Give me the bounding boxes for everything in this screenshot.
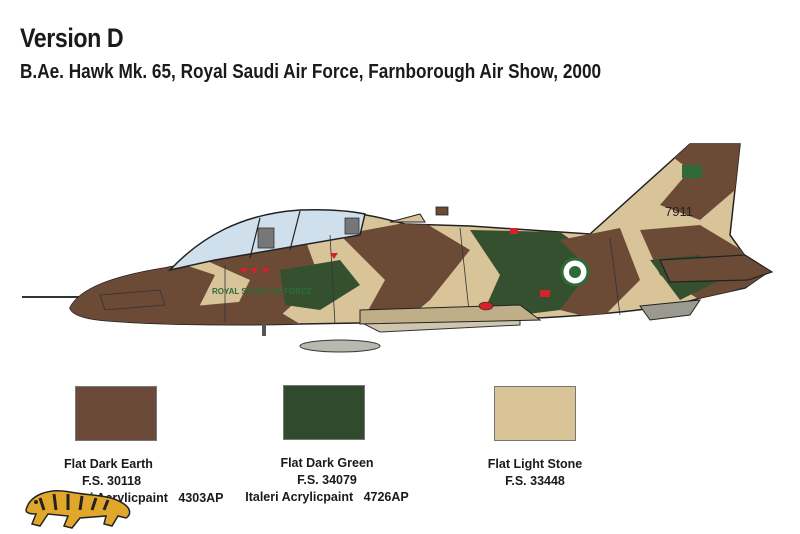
color-fs-code: F.S. 34079 (297, 473, 357, 487)
color-name: Flat Light Stone (487, 457, 583, 471)
tiger-logo-icon (25, 490, 131, 529)
paint-code: 4726AP (363, 490, 409, 504)
color-caption-flat-light-stone: Flat Light Stone F.S. 33448 (440, 456, 630, 490)
swatch-flat-dark-earth (75, 386, 157, 441)
page-subtitle: B.Ae. Hawk Mk. 65, Royal Saudi Air Force… (20, 61, 602, 83)
fuselage-text: ROYAL SAUDI AIR FORCE (212, 287, 313, 296)
color-caption-flat-dark-green: Flat Dark Green F.S. 34079 Italeri Acryl… (222, 455, 432, 506)
swatch-flat-light-stone (494, 386, 576, 441)
page-title: Version D (20, 23, 124, 53)
paint-code: 4303AP (178, 491, 224, 505)
tail-number: 7911 (665, 204, 693, 219)
color-fs-code: F.S. 30118 (82, 474, 142, 488)
color-name: Flat Dark Green (280, 456, 374, 470)
aircraft-profile: ROYAL SAUDI AIR FORCE 7911 (22, 143, 774, 353)
color-paint-line: Italeri Acrylicpaint 4726AP (222, 489, 432, 506)
paint-label: Italeri Acrylicpaint (245, 490, 354, 504)
swatch-flat-dark-green (283, 385, 365, 440)
color-name: Flat Dark Earth (64, 457, 153, 471)
color-fs-code: F.S. 33448 (505, 474, 565, 488)
